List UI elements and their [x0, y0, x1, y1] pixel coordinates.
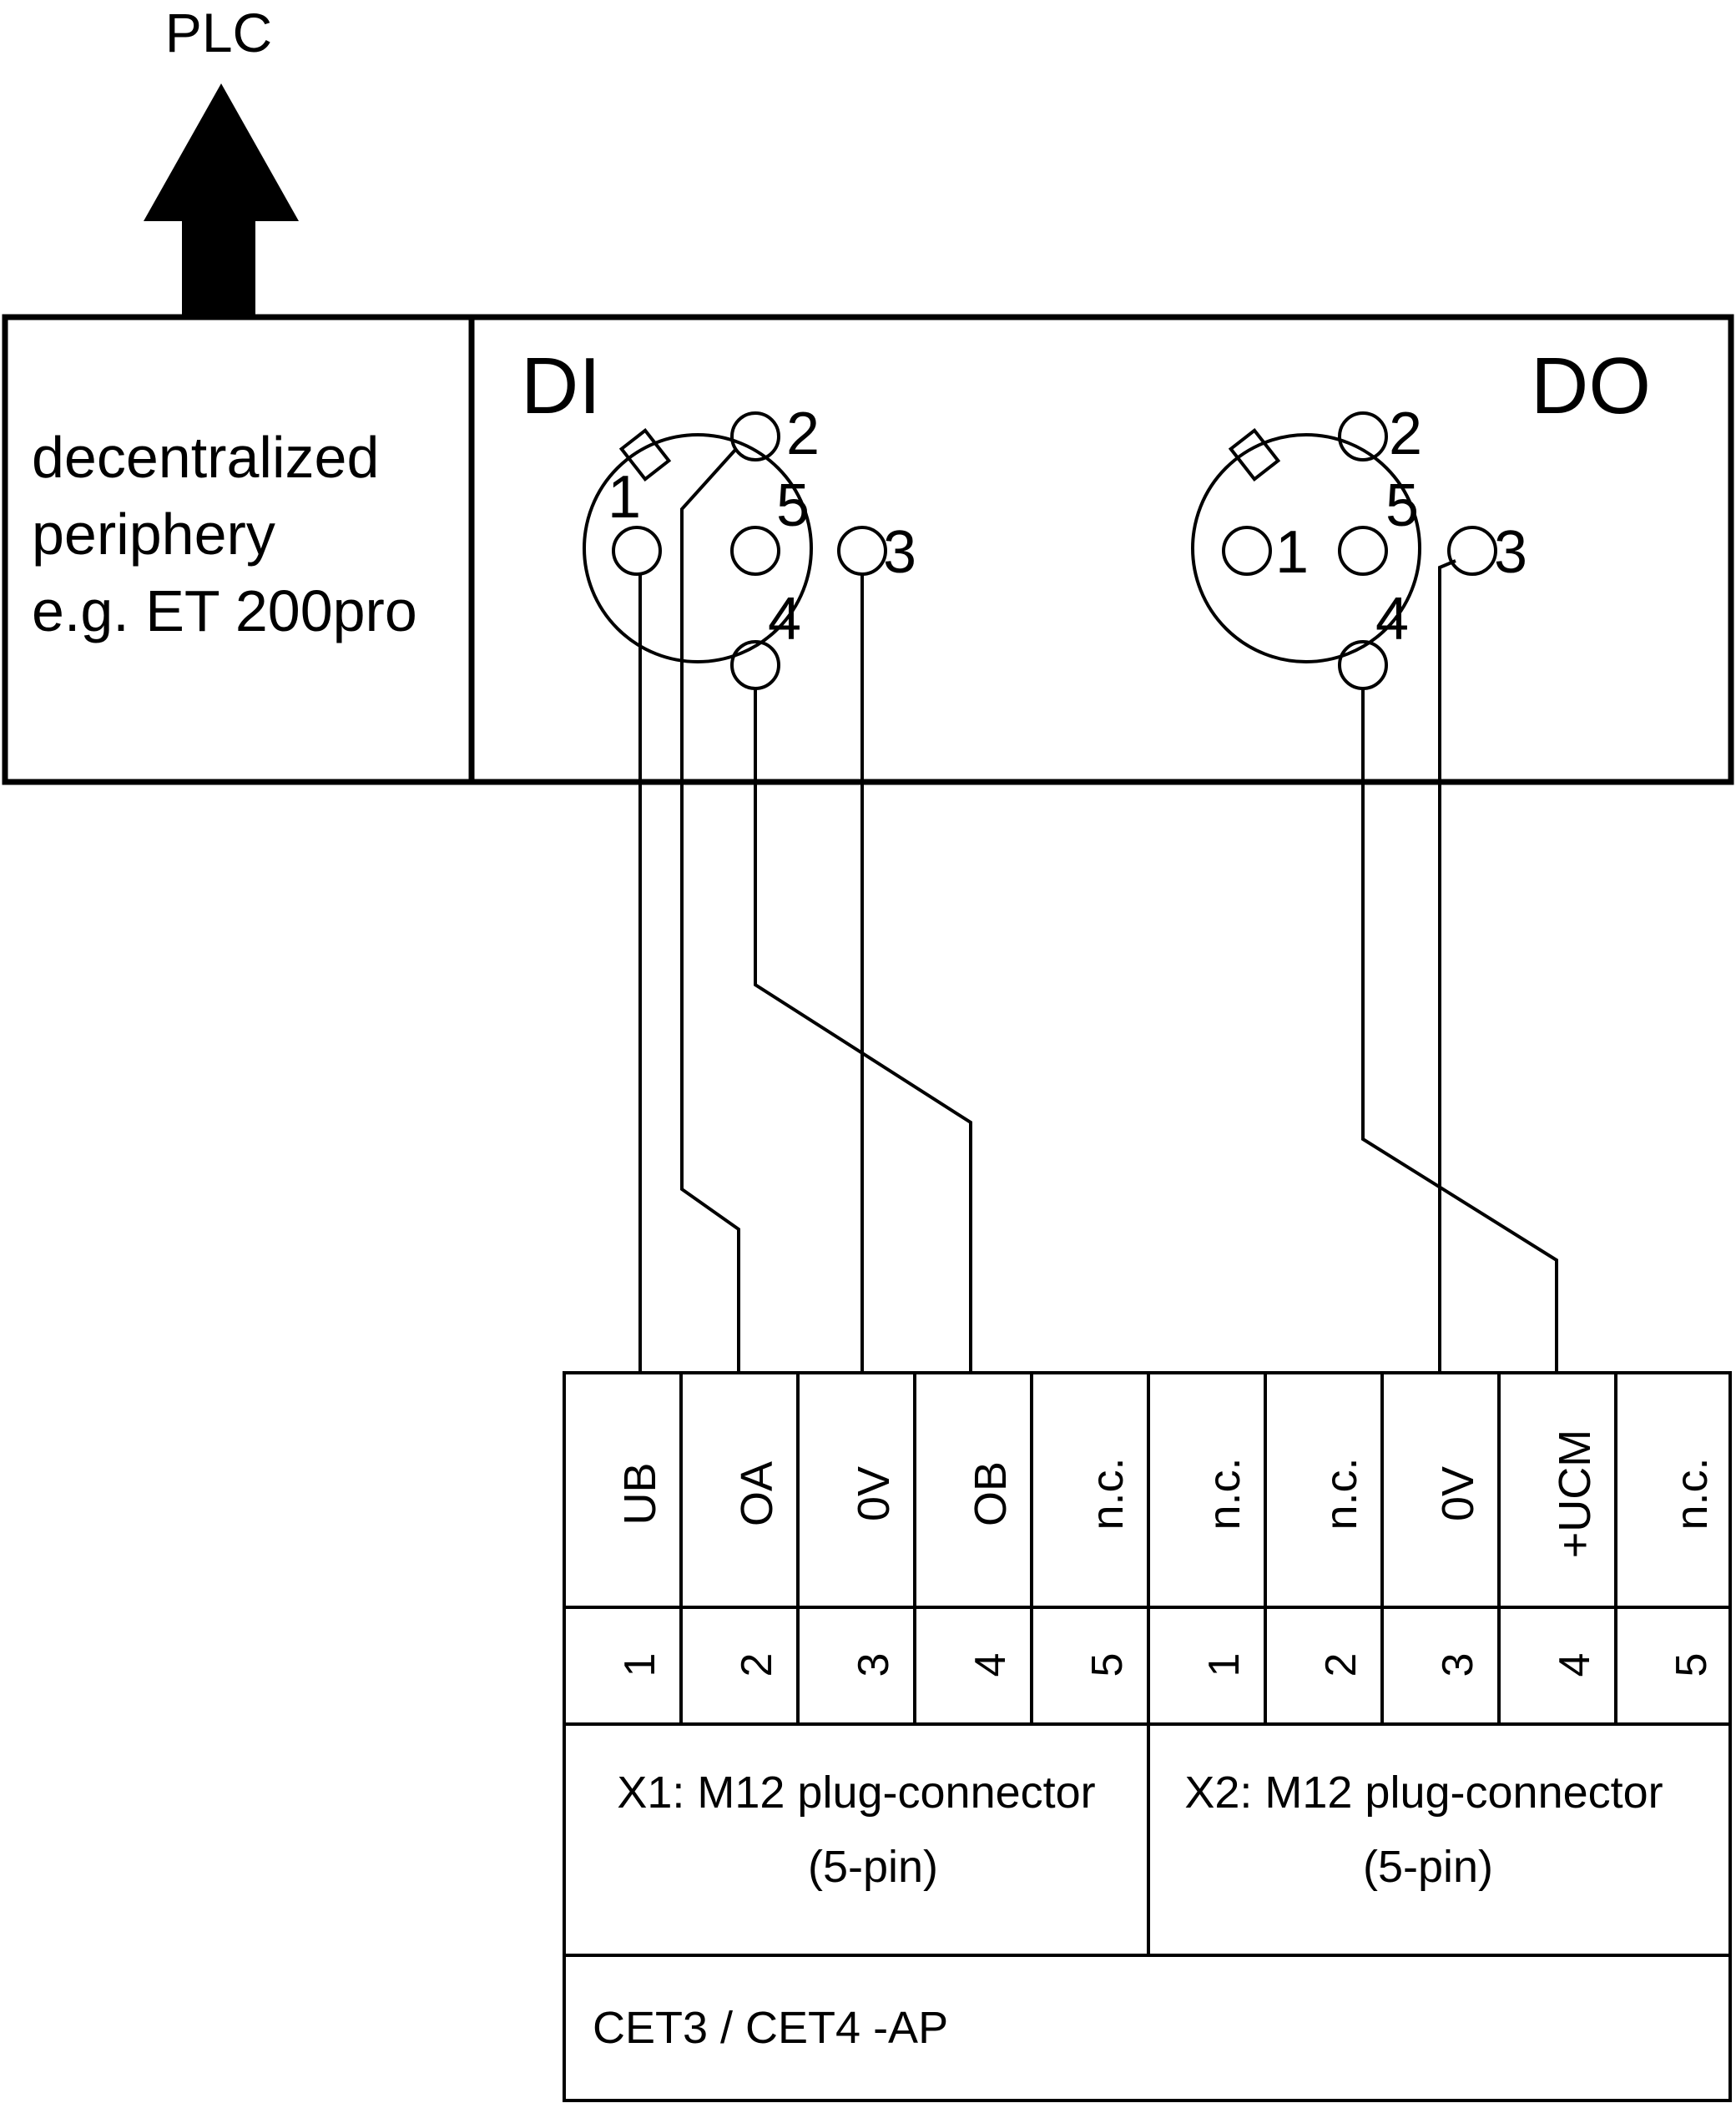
terminal-signal-7: n.c.	[1316, 1457, 1366, 1530]
periphery-module-box	[2, 314, 1734, 785]
do-pin-2-socket	[1338, 411, 1388, 461]
di-pin-3-socket	[837, 526, 887, 576]
di-pin-2-label: 2	[786, 401, 820, 467]
wires	[638, 448, 1558, 1373]
terminal-signal-9: +UCM	[1550, 1430, 1600, 1559]
wire-di2-oa	[680, 448, 740, 1373]
periphery-label-line3: e.g. ET 200pro	[32, 578, 417, 643]
di-pin-1-label: 1	[608, 464, 641, 531]
di-connector-label: DI	[521, 341, 601, 431]
wire-do4-ucm	[1361, 688, 1558, 1373]
di-pin-1-socket	[612, 526, 662, 576]
terminal-signal-5: n.c.	[1082, 1457, 1133, 1530]
terminal-number-9: 4	[1551, 1653, 1599, 1677]
terminal-signal-6: n.c.	[1199, 1457, 1249, 1530]
terminal-block	[563, 1371, 1732, 2102]
terminal-number-2: 2	[733, 1653, 781, 1677]
do-pin-2-label: 2	[1389, 401, 1422, 467]
device-label: CET3 / CET4 -AP	[593, 2003, 948, 2053]
terminal-number-8: 3	[1434, 1653, 1482, 1677]
x1-caption-line2: (5-pin)	[808, 1842, 938, 1892]
terminal-number-6: 1	[1200, 1653, 1249, 1677]
terminal-number-7: 2	[1317, 1653, 1365, 1677]
do-pin-5-label: 5	[1385, 472, 1419, 539]
do-pin-5-socket	[1338, 526, 1388, 576]
terminal-signal-4: OB	[966, 1461, 1016, 1526]
di-pin-5-label: 5	[776, 472, 810, 539]
terminal-signal-1: UB	[615, 1462, 665, 1525]
di-connector	[583, 411, 887, 690]
terminal-number-10: 5	[1668, 1653, 1716, 1677]
terminal-number-3: 3	[850, 1653, 898, 1677]
terminal-signal-8: 0V	[1433, 1466, 1483, 1521]
di-pin-4-label: 4	[768, 586, 801, 653]
terminal-signal-10: n.c.	[1667, 1457, 1717, 1530]
do-pin-1-socket	[1222, 526, 1272, 576]
do-pin-3-socket	[1447, 526, 1497, 576]
di-pin-5-socket	[730, 526, 780, 576]
do-connector-label: DO	[1531, 341, 1651, 431]
terminal-number-5: 5	[1083, 1653, 1132, 1677]
x2-caption-line2: (5-pin)	[1363, 1842, 1493, 1892]
x2-caption-line1: X2: M12 plug-connector	[1184, 1768, 1663, 1818]
wire-di4-ob	[754, 688, 972, 1373]
wire-do3-0v	[1438, 559, 1456, 1373]
terminal-signal-3: 0V	[849, 1466, 899, 1521]
x1-caption-line1: X1: M12 plug-connector	[617, 1768, 1095, 1818]
plc-arrow	[144, 83, 299, 317]
di-pin-3-label: 3	[883, 519, 916, 586]
do-pin-3-label: 3	[1494, 519, 1527, 586]
do-pin-1-label: 1	[1275, 519, 1309, 586]
do-connector	[1191, 411, 1497, 690]
di-pin-2-socket	[730, 411, 780, 461]
terminal-number-1: 1	[616, 1653, 664, 1677]
terminal-signal-2: OA	[732, 1461, 782, 1526]
plc-label: PLC	[165, 2, 272, 63]
periphery-label-line2: periphery	[32, 502, 275, 567]
terminal-number-4: 4	[966, 1653, 1015, 1677]
do-pin-4-label: 4	[1375, 586, 1409, 653]
periphery-label-line1: decentralized	[32, 425, 379, 490]
